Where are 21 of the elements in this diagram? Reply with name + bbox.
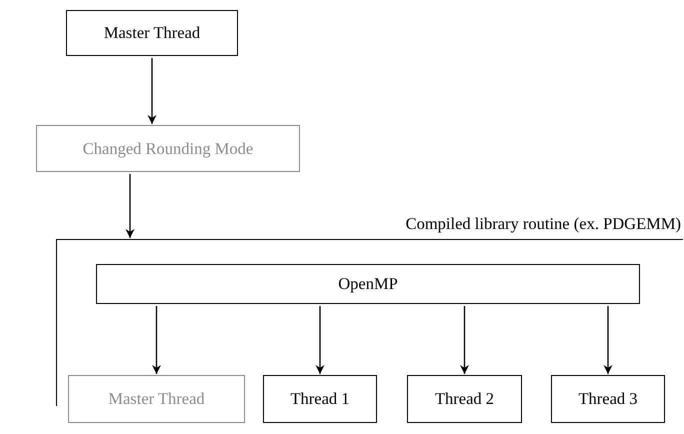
process-box xyxy=(551,375,665,423)
arrow xyxy=(126,174,134,238)
process-box xyxy=(407,375,522,423)
process-box xyxy=(66,10,238,56)
arrow xyxy=(604,306,612,374)
box-label: Thread 2 xyxy=(434,389,494,409)
box-label: Master Thread xyxy=(108,389,205,409)
box-label: Master Thread xyxy=(104,23,200,43)
process-box xyxy=(263,375,377,423)
arrow xyxy=(148,58,156,124)
arrow xyxy=(460,306,469,374)
frame-heading: Compiled library routine (ex. PDGEMM) xyxy=(406,214,681,234)
arrow xyxy=(152,306,161,374)
box-label: Changed Rounding Mode xyxy=(82,138,254,158)
process-box xyxy=(68,375,245,423)
box-label: Thread 3 xyxy=(578,389,638,409)
box-label: OpenMP xyxy=(338,274,398,294)
arrow xyxy=(316,306,324,374)
process-box xyxy=(96,264,640,304)
process-box xyxy=(36,125,300,172)
box-label: Thread 1 xyxy=(290,389,350,409)
